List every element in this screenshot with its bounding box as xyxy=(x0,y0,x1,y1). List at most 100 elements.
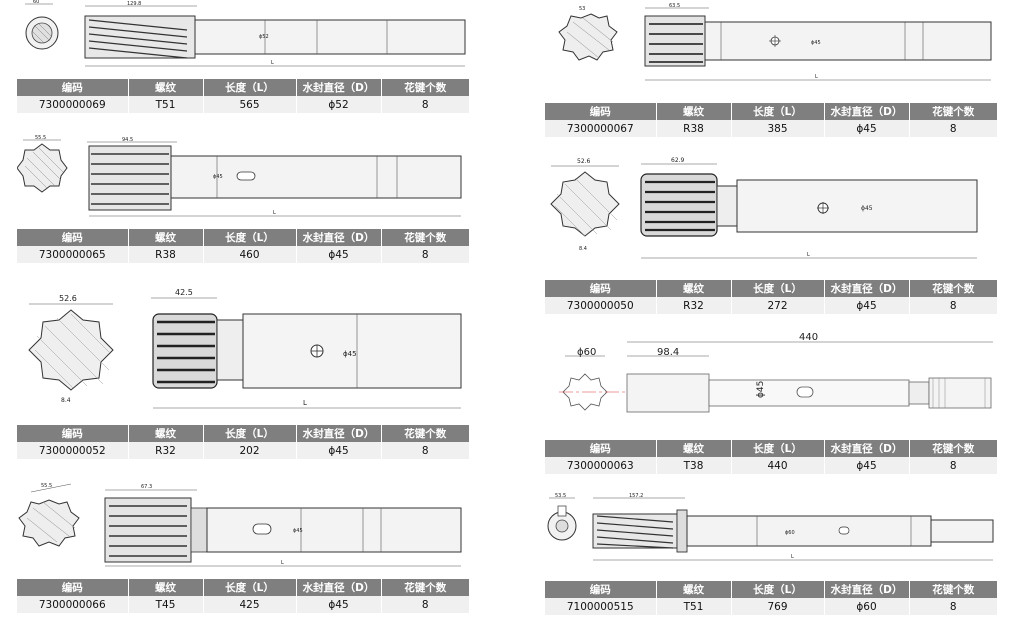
header-seal-diameter: 水封直径（D） xyxy=(296,79,382,96)
header-thread: 螺纹 xyxy=(128,579,204,596)
cell-seal-diameter: ϕ45 xyxy=(824,120,910,137)
cell-code: 7300000052 xyxy=(17,442,129,459)
shank-drawing: 53 63.5 ϕ45 L xyxy=(545,0,997,100)
header-spline-count: 花键个数 xyxy=(381,229,469,246)
cell-thread: T45 xyxy=(128,596,204,613)
header-spline-count: 花键个数 xyxy=(909,440,997,457)
shank-drawing: 53.5 157.2 ϕ60 L xyxy=(545,490,997,578)
cell-thread: R38 xyxy=(656,120,732,137)
cell-spline-count: 8 xyxy=(381,442,469,459)
dim-spline-length: 94.5 xyxy=(122,137,133,143)
cell-length: 460 xyxy=(203,246,297,263)
header-code: 编码 xyxy=(545,103,657,120)
header-length: 长度（L） xyxy=(203,79,297,96)
dim-section-width: 60 xyxy=(33,0,39,5)
header-seal-diameter: 水封直径（D） xyxy=(296,425,382,442)
dim-spline-length: 157.2 xyxy=(629,493,643,499)
cell-thread: T38 xyxy=(656,457,732,474)
cell-code: 7300000069 xyxy=(17,96,129,113)
product-panel-7300000066: 55.5 67.3 ϕ45 L 编码螺纹长度（L）水封直径（D）花键个数 730… xyxy=(17,478,469,618)
cell-length: 565 xyxy=(203,96,297,113)
product-panel-7300000063: 440 98.4 ϕ60 ϕ45 编码螺纹长度（L）水封直径（D）花键个数 73… xyxy=(545,330,997,480)
header-length: 长度（L） xyxy=(731,440,825,457)
cell-length: 385 xyxy=(731,120,825,137)
dim-spline-length: 42.5 xyxy=(175,288,193,297)
header-length: 长度（L） xyxy=(203,425,297,442)
product-panel-7300000069: 60 129.8 ϕ52 L 编码螺纹长度（L）水封直径（D）花键个数 7300… xyxy=(17,0,469,120)
dim-section-width: 53.5 xyxy=(555,493,566,499)
header-seal-diameter: 水封直径（D） xyxy=(824,440,910,457)
cell-thread: R38 xyxy=(128,246,204,263)
dim-section-width: 55.5 xyxy=(35,135,46,141)
product-panel-7300000067: 53 63.5 ϕ45 L 编码螺纹长度（L）水封直径（D）花键个数 73000… xyxy=(545,0,997,142)
header-code: 编码 xyxy=(17,579,129,596)
header-thread: 螺纹 xyxy=(656,280,732,297)
dim-spline-length: 62.9 xyxy=(671,157,685,164)
dim-diameter: ϕ52 xyxy=(259,34,269,40)
dim-total-length: L xyxy=(271,60,274,66)
dim-total-length: L xyxy=(815,74,818,80)
header-code: 编码 xyxy=(17,229,129,246)
dim-total-length: L xyxy=(303,399,307,407)
header-thread: 螺纹 xyxy=(656,581,732,598)
header-seal-diameter: 水封直径（D） xyxy=(824,280,910,297)
cell-seal-diameter: ϕ45 xyxy=(296,596,382,613)
dim-diameter: ϕ45 xyxy=(861,205,873,212)
dim-spline-length: 63.5 xyxy=(669,3,680,9)
header-seal-diameter: 水封直径（D） xyxy=(824,103,910,120)
cell-spline-count: 8 xyxy=(909,120,997,137)
cell-spline-count: 8 xyxy=(909,457,997,474)
header-length: 长度（L） xyxy=(731,280,825,297)
cell-seal-diameter: ϕ45 xyxy=(824,457,910,474)
header-code: 编码 xyxy=(545,280,657,297)
cell-thread: T51 xyxy=(128,96,204,113)
dim-diameter: ϕ45 xyxy=(343,350,357,358)
dim-diameter: ϕ60 xyxy=(785,530,795,536)
header-code: 编码 xyxy=(17,425,129,442)
shank-drawing: 60 129.8 ϕ52 L xyxy=(17,0,469,76)
dim-total-length: 440 xyxy=(799,332,818,343)
cell-code: 7300000063 xyxy=(545,457,657,474)
header-thread: 螺纹 xyxy=(128,79,204,96)
cell-length: 202 xyxy=(203,442,297,459)
cell-code: 7300000065 xyxy=(17,246,129,263)
header-length: 长度（L） xyxy=(731,103,825,120)
header-spline-count: 花键个数 xyxy=(909,280,997,297)
cell-code: 7100000515 xyxy=(545,598,657,615)
header-code: 编码 xyxy=(545,581,657,598)
dim-section-width: 52.6 xyxy=(59,294,77,303)
cell-spline-count: 8 xyxy=(381,596,469,613)
header-spline-count: 花键个数 xyxy=(909,103,997,120)
cell-length: 769 xyxy=(731,598,825,615)
cell-thread: R32 xyxy=(656,297,732,314)
header-code: 编码 xyxy=(545,440,657,457)
header-length: 长度（L） xyxy=(203,229,297,246)
header-thread: 螺纹 xyxy=(128,425,204,442)
dim-total-length: L xyxy=(273,210,276,216)
header-seal-diameter: 水封直径（D） xyxy=(296,229,382,246)
cell-code: 7300000050 xyxy=(545,297,657,314)
cell-thread: R32 xyxy=(128,442,204,459)
dim-section-width: 53 xyxy=(579,6,585,12)
dim-spline-length: 98.4 xyxy=(657,347,679,358)
product-panel-7300000050: 52.6 8.4 62.9 ϕ45 L 编码螺纹长度（L）水封直径（D）花键个数… xyxy=(545,152,997,320)
header-spline-count: 花键个数 xyxy=(381,579,469,596)
cell-spline-count: 8 xyxy=(381,96,469,113)
dim-diameter: ϕ45 xyxy=(811,40,821,46)
cell-thread: T51 xyxy=(656,598,732,615)
cell-seal-diameter: ϕ52 xyxy=(296,96,382,113)
header-spline-count: 花键个数 xyxy=(381,79,469,96)
dim-section-width: 55.5 xyxy=(41,483,52,489)
